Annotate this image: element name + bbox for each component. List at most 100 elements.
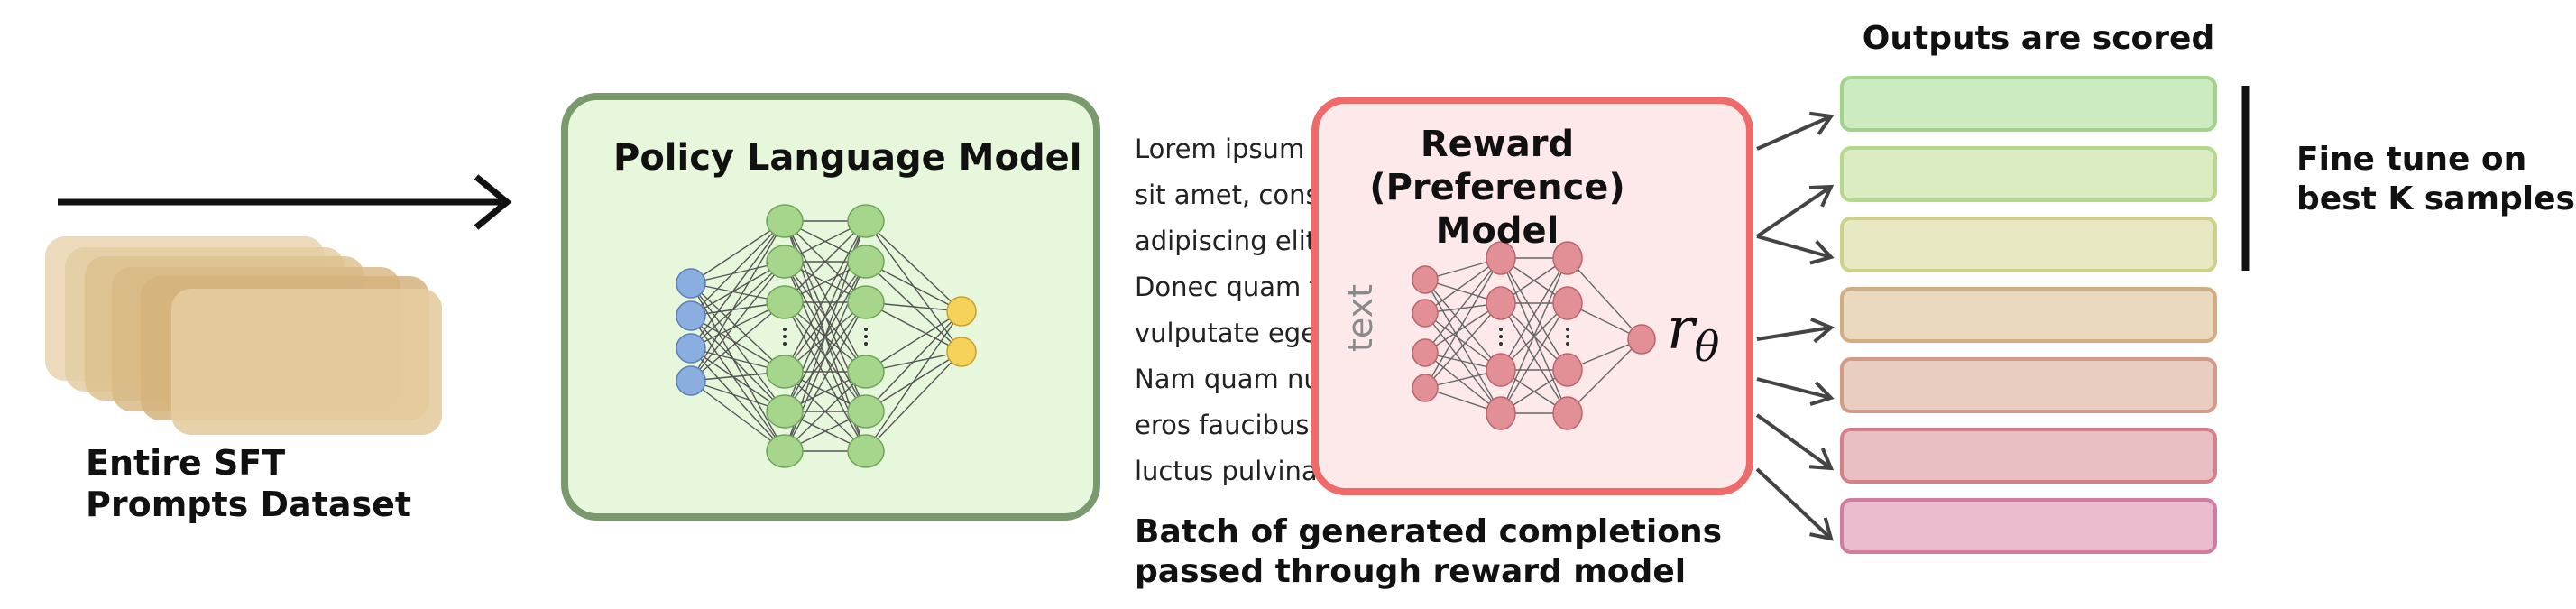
network-edge [690, 220, 786, 349]
network-neuron [676, 365, 706, 396]
network-neuron [847, 204, 885, 238]
score-arrow [1755, 185, 1833, 238]
score-arrows [1755, 111, 1835, 541]
finetune-label-line2: best K samples [2296, 180, 2575, 217]
network-edge [690, 261, 786, 349]
ellipsis-dot [783, 328, 787, 331]
network-edge [865, 310, 962, 373]
scored-output-box [1840, 498, 2217, 554]
network-edge [690, 380, 786, 452]
score-arrow-head [1808, 448, 1835, 471]
network-neuron [847, 285, 885, 319]
network-edge [690, 315, 786, 452]
score-arrow [1756, 115, 1832, 151]
finetune-label-line1: Fine tune on [2296, 141, 2527, 178]
network-neuron [676, 333, 706, 364]
dataset-label-line1: Entire SFT [86, 443, 286, 483]
network-edge [865, 351, 962, 452]
completion-line: Lorem ipsum [1135, 134, 1305, 164]
ellipsis-dot [783, 342, 787, 346]
score-arrow [1755, 467, 1833, 540]
scored-output-box [1840, 76, 2217, 132]
network-edge [784, 301, 867, 452]
network-neuron [766, 285, 804, 319]
reward-input-text: text [1340, 284, 1380, 352]
score-arrow [1756, 235, 1832, 259]
network-neuron [847, 355, 885, 389]
reward-title-line1: Reward (Preference) [1369, 124, 1625, 208]
network-neuron [766, 245, 804, 279]
network-edge [690, 315, 786, 412]
score-arrow-head [1808, 184, 1835, 208]
network-neuron [766, 434, 804, 468]
network-edge [784, 371, 867, 452]
policy-model-title: Policy Language Model [613, 137, 1082, 179]
network-neuron [847, 245, 885, 279]
network-neuron [676, 268, 706, 299]
batch-caption-line2: passed through reward model [1135, 553, 1687, 590]
network-edge [690, 261, 786, 382]
network-neuron [847, 394, 885, 429]
ellipsis-dot [864, 328, 868, 331]
network-neuron [766, 204, 804, 238]
prompts-dataset-stack [45, 236, 442, 435]
network-edge [690, 220, 786, 382]
dataset-to-policy-arrow [58, 174, 512, 230]
scored-outputs-title: Outputs are scored [1862, 20, 2215, 57]
network-neuron [766, 394, 804, 429]
dataset-label: Entire SFT Prompts Dataset [86, 442, 411, 525]
completion-line: adipiscing elit [1135, 226, 1317, 256]
completion-line: sit amet, cons [1135, 180, 1320, 210]
score-arrow [1756, 326, 1832, 341]
network-edge [690, 301, 786, 382]
completion-line: Donec quam f [1135, 272, 1319, 302]
network-edge [690, 282, 786, 373]
reward-symbol-main: r [1667, 296, 1695, 363]
completion-line: Nam quam nu [1135, 364, 1320, 394]
completion-line: vulputate ege [1135, 318, 1318, 348]
network-edge [865, 310, 962, 412]
reward-title-line2: Model [1435, 210, 1559, 252]
score-arrow-head [1809, 381, 1835, 406]
completion-line: luctus pulvinal [1135, 456, 1325, 486]
score-arrow [1755, 413, 1833, 470]
network-edge [690, 220, 786, 284]
batch-caption: Batch of generated completions passed th… [1135, 512, 1722, 592]
network-neuron [676, 300, 706, 331]
score-arrow-head [1810, 317, 1835, 344]
dataset-label-line2: Prompts Dataset [86, 484, 412, 524]
policy-neural-network [676, 204, 977, 468]
scored-output-box [1840, 217, 2217, 272]
network-edge [784, 220, 867, 303]
network-edge [690, 282, 786, 452]
ellipsis-dot [864, 342, 868, 346]
reward-output-symbol: rθ [1667, 296, 1719, 371]
network-neuron [847, 434, 885, 468]
scored-output-box [1840, 428, 2217, 484]
completion-line: eros faucibus [1135, 410, 1310, 440]
score-arrow-head [1808, 111, 1835, 135]
network-edge [865, 220, 962, 312]
scored-output-box [1840, 357, 2217, 413]
batch-caption-line1: Batch of generated completions [1135, 513, 1723, 550]
network-edge [690, 282, 786, 412]
ellipsis-dot [783, 335, 787, 338]
reward-model-title: Reward (Preference) Model [1317, 123, 1678, 253]
network-edge [690, 347, 786, 412]
score-arrow [1756, 377, 1832, 400]
score-arrow-head [1809, 517, 1834, 541]
finetune-label: Fine tune on best K samples [2296, 140, 2575, 219]
score-arrow-head [1809, 240, 1835, 265]
scored-output-box [1840, 287, 2217, 343]
network-neuron [946, 337, 977, 367]
scored-output-box [1840, 146, 2217, 202]
ellipsis-dot [864, 335, 868, 338]
network-edge [865, 310, 962, 452]
network-edge [784, 220, 867, 373]
network-neuron [766, 355, 804, 389]
network-edge [690, 347, 786, 452]
reward-input-text-label: text [1340, 284, 1380, 352]
network-neuron [946, 296, 977, 327]
reward-symbol-sub: θ [1694, 321, 1720, 371]
